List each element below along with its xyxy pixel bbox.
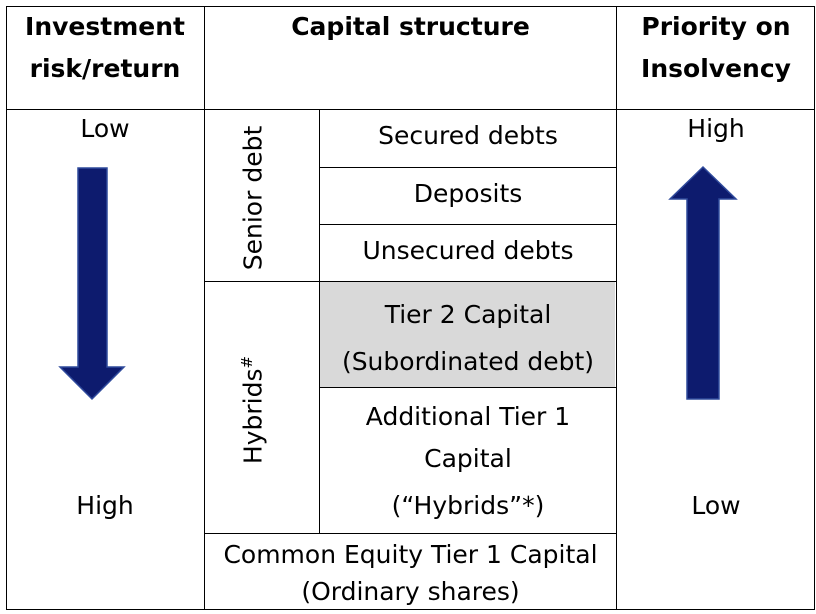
cet1-line2: (Ordinary shares)	[301, 577, 520, 606]
hybrids-text: Hybrids	[238, 368, 268, 465]
layer-secured-debts: Secured debts	[378, 121, 558, 150]
senior-debt-label: Senior debt	[239, 126, 268, 270]
tier2-line2: (Subordinated debt)	[341, 347, 595, 376]
header-priority-line1: Priority on	[641, 12, 791, 41]
at1-line2: Capital	[424, 444, 512, 473]
layer-deposits: Deposits	[413, 179, 523, 208]
tier2-cell-fill	[319, 282, 615, 387]
layer-tier2-capital: Tier 2 Capital (Subordinated debt)	[320, 291, 616, 385]
header-investment-risk: Investment risk/return	[6, 6, 204, 90]
risk-low-label: Low	[80, 114, 130, 143]
arrow-down-icon	[58, 167, 126, 401]
header-capital-structure: Capital structure	[291, 12, 530, 41]
layer-additional-tier1: Additional Tier 1 Capital (“Hybrids”*)	[320, 396, 616, 527]
hybrids-footnote-mark: #	[238, 355, 257, 369]
priority-low-label: Low	[691, 491, 741, 520]
priority-high-label: High	[687, 114, 745, 143]
table-lines	[6, 6, 815, 610]
arrow-up-icon	[668, 165, 738, 400]
header-priority-line2: Insolvency	[641, 54, 791, 83]
at1-line1: Additional Tier 1	[365, 402, 571, 431]
header-priority: Priority on Insolvency	[617, 6, 815, 90]
header-investment-line1: Investment	[25, 12, 185, 41]
hybrids-group-label: Hybrids#	[238, 355, 268, 465]
risk-high-label: High	[76, 491, 134, 520]
tier2-line1: Tier 2 Capital	[384, 300, 552, 329]
layer-cet1: Common Equity Tier 1 Capital (Ordinary s…	[205, 536, 616, 610]
at1-line3: (“Hybrids”*)	[391, 491, 545, 520]
header-investment-line2: risk/return	[29, 54, 181, 83]
cet1-line1: Common Equity Tier 1 Capital	[223, 540, 598, 569]
senior-debt-text: Senior debt	[238, 125, 268, 271]
layer-unsecured-debts: Unsecured debts	[362, 236, 574, 265]
